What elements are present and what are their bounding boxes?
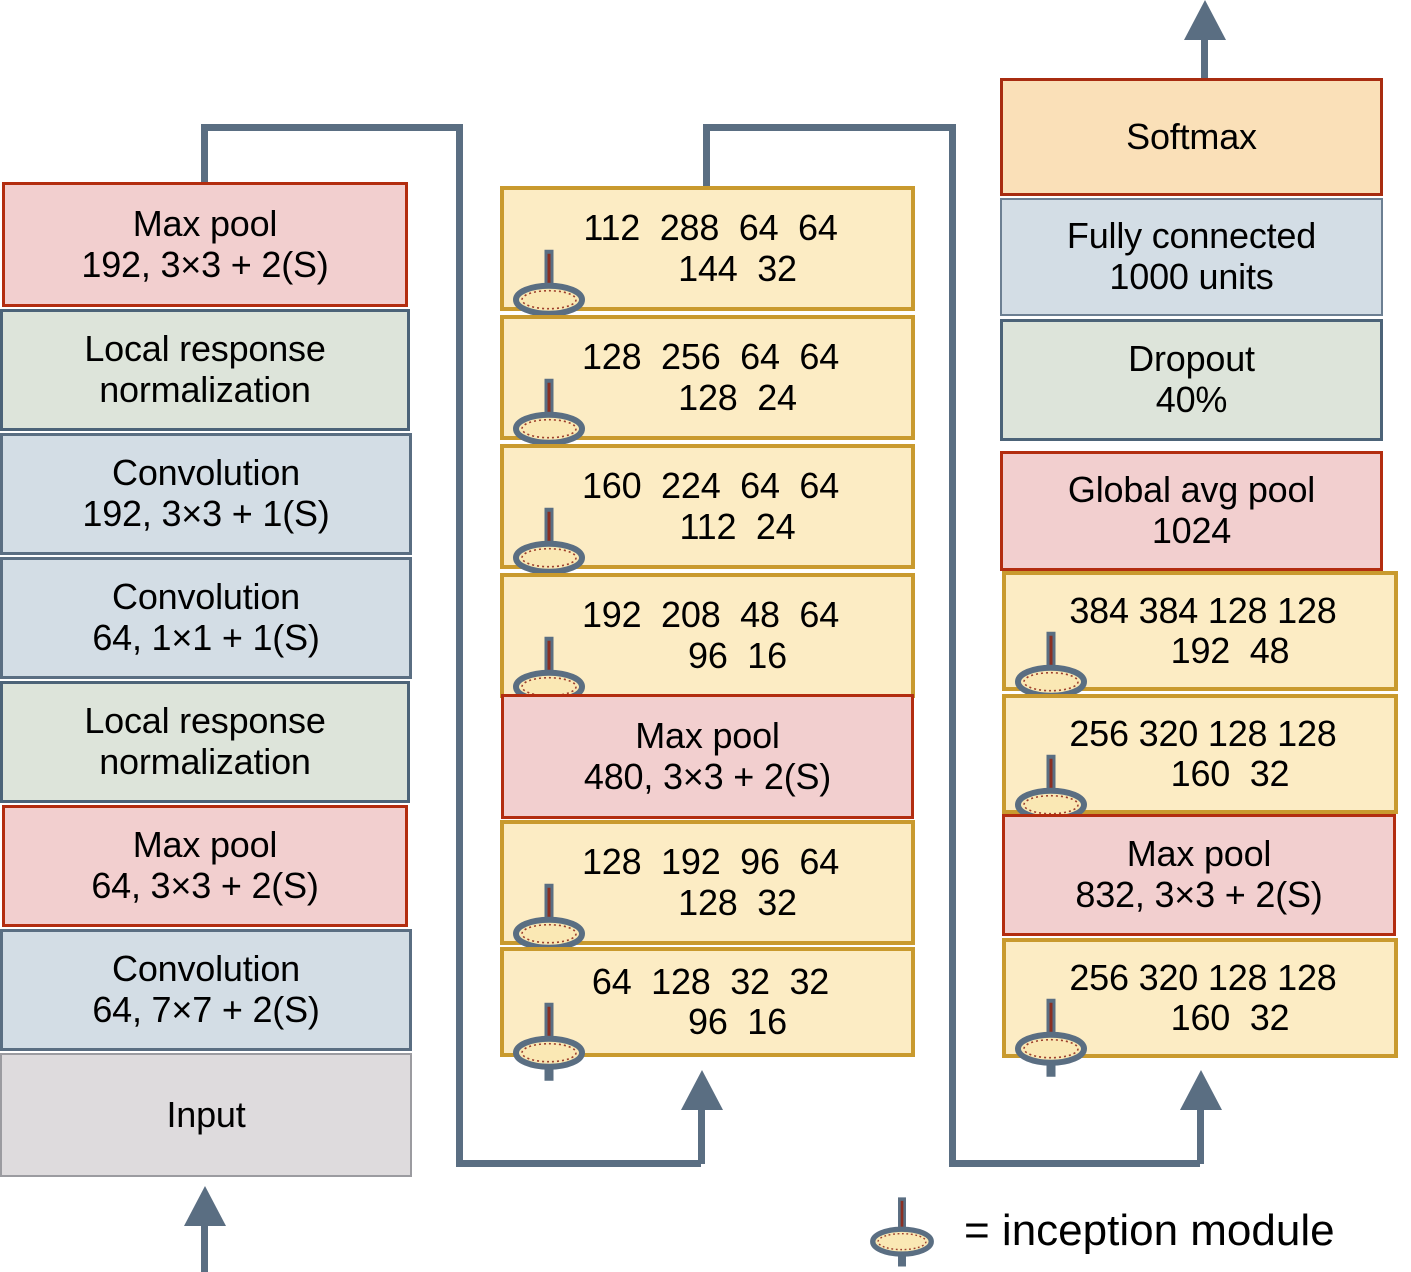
block-line-1: Local response	[84, 700, 326, 742]
block-right-fully-connected[interactable]: Fully connected 1000 units	[1000, 198, 1383, 316]
block-line-1: Convolution	[112, 948, 300, 990]
block-right-max-pool-832[interactable]: Max pool 832, 3×3 + 2(S)	[1002, 814, 1396, 936]
block-left-conv-64-1x1[interactable]: Convolution 64, 1×1 + 1(S)	[0, 557, 412, 679]
wire-left-to-mid-v	[456, 124, 463, 1167]
block-line-2: 192, 3×3 + 1(S)	[82, 493, 330, 534]
block-left-max-pool-64[interactable]: Max pool 64, 3×3 + 2(S)	[2, 805, 408, 927]
block-left-lrn-1[interactable]: Local response normalization	[0, 681, 410, 803]
block-left-input[interactable]: Input	[0, 1053, 412, 1177]
block-line-1: Convolution	[112, 452, 300, 494]
input-arrow-shaft	[201, 1208, 208, 1272]
block-mid-inception-4d[interactable]: 128 256 64 64 128 24	[500, 315, 915, 457]
block-mid-max-pool-480[interactable]: Max pool 480, 3×3 + 2(S)	[501, 694, 914, 819]
wire-mid-to-right-h	[949, 1160, 1200, 1167]
inception-row-1: 256 320 128 128	[1069, 956, 1337, 998]
spinning-top-icon	[870, 1197, 934, 1267]
inception-row-2: 112 24	[679, 505, 796, 547]
block-line-1: Dropout	[1128, 338, 1255, 380]
inception-row-1: 112 288 64 64	[583, 207, 838, 249]
block-left-conv-192[interactable]: Convolution 192, 3×3 + 1(S)	[0, 433, 412, 555]
block-left-lrn-2[interactable]: Local response normalization	[0, 309, 410, 431]
block-left-conv-64-7x7[interactable]: Convolution 64, 7×7 + 2(S)	[0, 929, 412, 1051]
block-line-1: Max pool	[132, 202, 278, 244]
wire-right-in-shaft	[1197, 1104, 1204, 1164]
block-mid-inception-3a[interactable]: 64 128 32 32 96 16	[500, 947, 915, 1081]
block-mid-inception-3b[interactable]: 128 192 96 64 128 32	[500, 820, 915, 962]
block-line-2: 64, 7×7 + 2(S)	[92, 989, 320, 1030]
block-mid-inception-4e[interactable]: 112 288 64 64 144 32	[500, 186, 915, 328]
block-line-2: 1000 units	[1109, 256, 1274, 297]
block-line-2: normalization	[99, 741, 311, 782]
block-line-2: 192, 3×3 + 2(S)	[81, 243, 329, 285]
block-right-global-avg-pool[interactable]: Global avg pool 1024	[1000, 451, 1383, 571]
output-arrow-head-icon	[1184, 0, 1226, 40]
block-line-2: 1024	[1151, 510, 1232, 551]
wire-left-to-mid-h	[456, 1160, 701, 1167]
block-right-inception-5a[interactable]: 256 320 128 128 160 32	[1002, 694, 1398, 833]
inception-row-2: 160 32	[1170, 753, 1290, 794]
legend: = inception module	[862, 1192, 1335, 1270]
block-line-1: Local response	[84, 328, 326, 370]
block-line-2: 64, 1×1 + 1(S)	[92, 617, 320, 658]
block-line-2: 832, 3×3 + 2(S)	[1075, 874, 1323, 915]
block-line-1: Convolution	[112, 576, 300, 618]
inception-row-1: 256 320 128 128	[1069, 712, 1337, 754]
mid-arrow-head-icon	[681, 1070, 723, 1110]
block-line-1: Max pool	[1126, 833, 1272, 875]
block-right-softmax[interactable]: Softmax	[1000, 78, 1383, 196]
wire-mid-to-right-v	[949, 124, 956, 1167]
block-line-2: 64, 3×3 + 2(S)	[91, 865, 319, 906]
block-left-max-pool-192[interactable]: Max pool 192, 3×3 + 2(S)	[2, 182, 408, 307]
inception-row-2: 96 16	[688, 634, 787, 676]
block-right-inception-4f[interactable]: 256 320 128 128 160 32	[1002, 938, 1398, 1077]
block-line-1: Fully connected	[1066, 215, 1317, 257]
block-line-1: Max pool	[132, 824, 278, 866]
wire-mid-in-shaft	[698, 1104, 705, 1164]
inception-row-1: 160 224 64 64	[581, 465, 840, 507]
inception-row-1: 384 384 128 128	[1069, 589, 1337, 631]
output-arrow-shaft	[1201, 30, 1208, 78]
inception-row-2: 96 16	[688, 1001, 787, 1042]
block-line-2: normalization	[99, 369, 311, 410]
inception-row-2: 128 32	[678, 881, 797, 923]
inception-row-2: 144 32	[678, 247, 797, 289]
block-line-2: 40%	[1155, 379, 1228, 420]
inception-row-1: 128 256 64 64	[581, 336, 840, 378]
inception-row-1: 128 192 96 64	[581, 841, 840, 883]
block-line-1: Input	[166, 1093, 246, 1135]
wire-left-top-v	[201, 124, 208, 184]
block-line-1: Max pool	[635, 714, 780, 756]
inception-row-2: 192 48	[1170, 630, 1290, 671]
block-line-1: Softmax	[1126, 115, 1257, 157]
wire-left-top-h	[201, 124, 463, 131]
block-line-2: 480, 3×3 + 2(S)	[583, 755, 832, 797]
inception-row-1: 64 128 32 32	[591, 960, 830, 1002]
inception-row-2: 160 32	[1170, 997, 1290, 1038]
block-right-dropout[interactable]: Dropout 40%	[1000, 319, 1383, 441]
block-mid-inception-4c[interactable]: 160 224 64 64 112 24	[500, 444, 915, 586]
block-line-1: Global avg pool	[1067, 469, 1316, 511]
inception-row-1: 192 208 48 64	[581, 594, 840, 636]
inception-row-2: 128 24	[678, 376, 797, 418]
right-arrow-head-icon	[1180, 1070, 1222, 1110]
wire-mid-top-v	[703, 124, 710, 188]
block-mid-inception-4b[interactable]: 192 208 48 64 96 16	[500, 573, 915, 715]
legend-label: = inception module	[964, 1206, 1335, 1255]
input-arrow-head-icon	[184, 1186, 226, 1226]
wire-mid-top-h	[703, 124, 956, 131]
block-right-inception-5b[interactable]: 384 384 128 128 192 48	[1002, 571, 1398, 710]
